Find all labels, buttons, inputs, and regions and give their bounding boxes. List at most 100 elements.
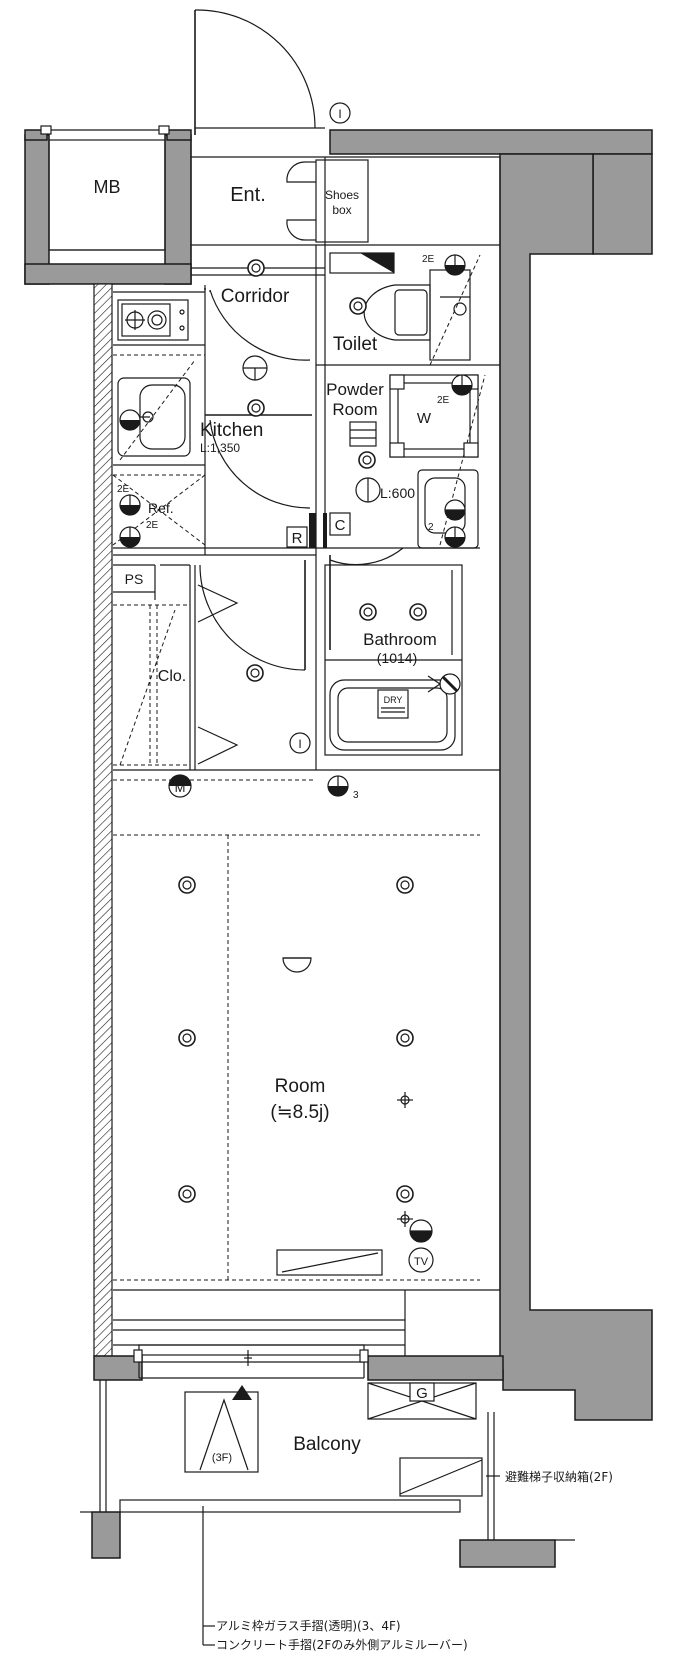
closet-doors — [197, 584, 239, 765]
light-icon — [178, 1185, 196, 1203]
walls — [24, 129, 653, 1568]
mb-room: MB — [40, 125, 170, 251]
bathroom-label: Bathroom — [363, 630, 437, 649]
light-icon — [396, 876, 414, 894]
crosshair-icon — [397, 1211, 413, 1227]
wall-top-right-block — [592, 153, 653, 255]
shoes-box-label-1: Shoes — [325, 188, 359, 202]
room-label: Room — [275, 1076, 326, 1097]
tv-label: TV — [414, 1256, 429, 1268]
light-icon — [247, 399, 265, 417]
light-icon — [358, 451, 376, 469]
wall-mb-right — [164, 134, 192, 285]
room-size: (≒8.5j) — [270, 1102, 329, 1123]
vanity-outlet-2: 2 — [428, 522, 434, 533]
outlet-icon — [409, 1219, 433, 1243]
wall-lamps — [242, 355, 381, 973]
crosshairs — [397, 1092, 413, 1227]
rail-glass-note: アルミ枠ガラス手摺(透明)(3、4F) — [216, 1618, 401, 1633]
light-icon — [349, 297, 367, 315]
light-icon — [396, 1185, 414, 1203]
light-icon — [246, 664, 264, 682]
outlet-icon — [444, 526, 466, 548]
remote-r-label: R — [292, 530, 303, 547]
ceiling-lights — [178, 259, 427, 1203]
refrigerator-label: Ref. — [148, 500, 174, 516]
wall-lamp-icon — [355, 477, 381, 503]
closet-label: Clo. — [158, 668, 186, 685]
air-conditioner — [276, 1249, 383, 1276]
wall-mb-left — [24, 134, 50, 285]
intercom-top: I — [329, 102, 351, 124]
ref-outlet-2e-label: 2E — [117, 484, 130, 495]
light-icon — [359, 603, 377, 621]
wall-left-hatched — [93, 283, 113, 1357]
outlet-icon — [444, 254, 466, 276]
wall-mb-top-left — [24, 129, 48, 141]
outlet-icon — [119, 494, 141, 516]
washer-label: W — [417, 410, 432, 427]
vanity-size: L:600 — [380, 485, 415, 501]
pipe-space-label: PS — [125, 571, 144, 587]
toilet-fixture — [329, 252, 471, 361]
outlet-icon — [444, 499, 466, 521]
kitchen-size: L:1,350 — [200, 441, 240, 455]
tv-outlet: TV — [408, 1247, 434, 1273]
fire-escape-hatch: (3F) — [184, 1385, 259, 1473]
bathroom-size: (1014) — [377, 650, 417, 666]
toilet-label: Toilet — [333, 334, 378, 355]
toilet-outlet-2e: 2E — [422, 254, 435, 265]
outlet-icon — [451, 374, 473, 396]
interior-partitions — [113, 140, 501, 1356]
remote-c: C — [329, 512, 351, 536]
mb-label: MB — [94, 177, 121, 197]
dashed-guides — [112, 254, 486, 1281]
wall-top-right — [329, 129, 653, 155]
light-icon — [247, 259, 265, 277]
shoes-box-label-2: box — [332, 203, 351, 217]
dryer-label: DRY — [384, 695, 403, 705]
bath-vent-icon — [427, 673, 461, 695]
intercom-bottom: I — [289, 732, 311, 754]
bathroom-unit: DRY — [324, 547, 463, 756]
gas-stove — [117, 299, 189, 341]
powder-room-label-2: Room — [332, 400, 377, 419]
intercom-top-label: I — [338, 107, 341, 121]
ref-outlet-2e-label-2: 2E — [146, 520, 159, 531]
vanity — [417, 469, 479, 549]
outlet-icon — [327, 775, 349, 797]
wall-right — [499, 153, 653, 1421]
light-icon — [396, 1029, 414, 1047]
balcony-label: Balcony — [293, 1434, 361, 1455]
wall-mb-bottom — [24, 263, 192, 285]
balcony-area — [80, 1380, 575, 1541]
multimedia-outlet: M — [168, 774, 192, 798]
entrance-door — [194, 9, 325, 135]
gas-meter: G — [367, 1382, 477, 1420]
light-icon — [178, 876, 196, 894]
hall-door — [199, 560, 306, 671]
rail-concrete-note: コンクリート手摺(2Fのみ外側アルミルーバー) — [216, 1637, 468, 1652]
shoes-box: Shoes box — [286, 159, 369, 243]
kitchen-label: Kitchen — [200, 420, 263, 441]
corridor-label: Corridor — [221, 286, 290, 307]
wall-lamp-icon — [242, 355, 268, 381]
powder-room-label-1: Powder — [326, 380, 384, 399]
multimedia-label: M — [175, 780, 186, 795]
powder-outlet-2e: 2E — [437, 395, 450, 406]
light-icon — [409, 603, 427, 621]
wall-balcony-right — [367, 1355, 504, 1381]
wall-balcony-bottom-left — [91, 1511, 121, 1559]
intercom-bottom-label: I — [298, 737, 301, 751]
outlets — [119, 254, 473, 1243]
wall-mb-top-right — [166, 129, 192, 141]
room-outlet-3: 3 — [353, 790, 359, 801]
gas-meter-label: G — [416, 1385, 428, 1402]
fire-escape-label: (3F) — [212, 1452, 232, 1464]
balcony-window — [133, 1344, 369, 1379]
crosshair-icon — [397, 1092, 413, 1108]
outlet-icon — [119, 409, 141, 431]
corridor-door — [204, 288, 311, 361]
wall-balcony-bottom-right — [459, 1539, 556, 1568]
light-icon — [178, 1029, 196, 1047]
